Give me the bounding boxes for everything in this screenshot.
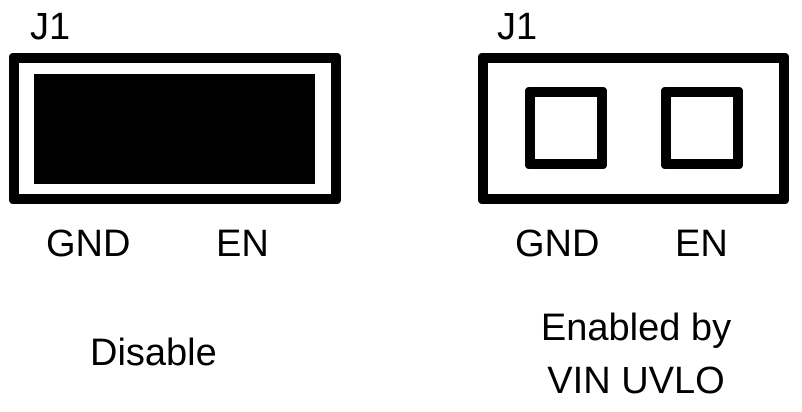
shunt-block-icon (34, 74, 315, 184)
pin-label-en: EN (675, 223, 728, 265)
pin-label-gnd: GND (515, 223, 600, 265)
pin-label-en: EN (216, 223, 269, 265)
jumper-ref-label: J1 (497, 6, 538, 48)
config-caption-line-1: Enabled by (540, 307, 732, 349)
jumper-ref-label: J1 (30, 6, 71, 48)
pin-pad-gnd-icon (525, 87, 607, 169)
pin-pad-en-icon (661, 87, 743, 169)
config-caption: Disable (90, 332, 217, 374)
config-caption-line-2: VIN UVLO (547, 360, 725, 402)
pin-label-gnd: GND (46, 223, 131, 265)
